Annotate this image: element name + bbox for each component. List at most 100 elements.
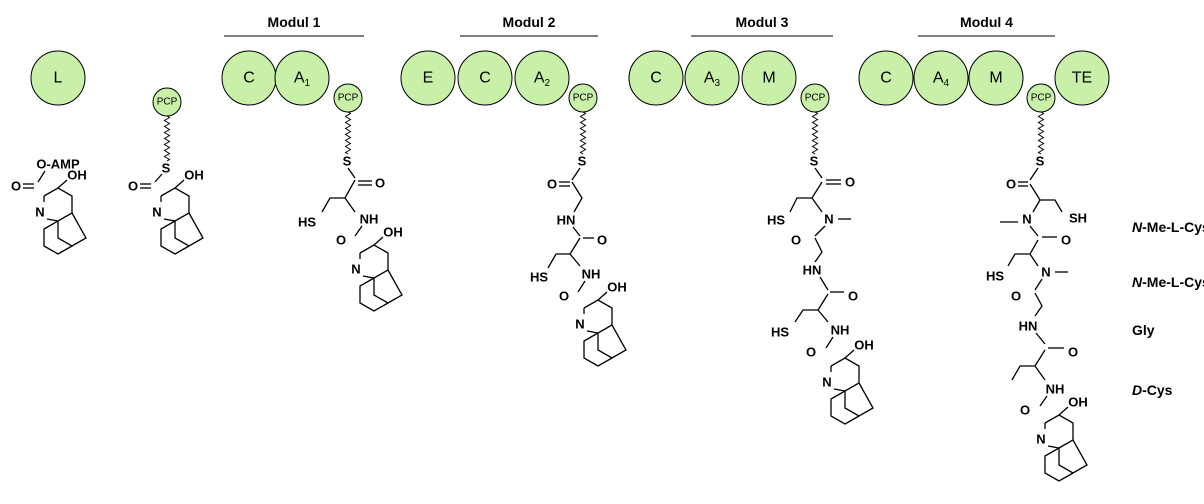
domain-c-4: C bbox=[858, 50, 914, 106]
wavy-linker bbox=[1037, 111, 1045, 155]
sulfur-label: S bbox=[343, 154, 352, 169]
bond bbox=[572, 226, 581, 237]
bond bbox=[547, 237, 581, 269]
bond bbox=[825, 336, 834, 349]
module-title-3: Modul 3 bbox=[736, 14, 789, 30]
domain-c-2-circle bbox=[457, 50, 513, 106]
carbonyl-oxygen: O bbox=[1068, 345, 1078, 360]
n-methyl-label: N bbox=[1022, 212, 1031, 227]
wavy-linker bbox=[579, 111, 587, 155]
residue-name: -Me-L-Cys bbox=[1142, 219, 1204, 235]
module-title-2: Modul 2 bbox=[503, 14, 556, 30]
domain-l-label: L bbox=[54, 70, 63, 87]
domain-c-2-label: C bbox=[479, 70, 491, 87]
domain-m-4: M bbox=[968, 50, 1024, 106]
amide-hn-label: HN bbox=[557, 213, 576, 228]
bond bbox=[597, 291, 608, 301]
carbonyl-oxygen: O bbox=[845, 175, 855, 190]
bond bbox=[37, 170, 46, 183]
amide-hn-label: HN bbox=[1019, 319, 1038, 334]
bond bbox=[1029, 253, 1039, 267]
domain-a-3: A3 bbox=[684, 50, 740, 106]
bond bbox=[789, 181, 823, 213]
domain-a-1-circle bbox=[274, 50, 330, 106]
domain-c-1-label: C bbox=[243, 70, 255, 87]
domain-a-3-circle bbox=[684, 50, 740, 106]
thiol-label: SH bbox=[1069, 211, 1087, 226]
domain-m-4-circle bbox=[968, 50, 1024, 106]
hydroxyquinoline-ring: NOH bbox=[152, 168, 204, 255]
bond bbox=[43, 220, 73, 255]
hydroxyl-label: OH bbox=[383, 225, 403, 240]
module-title-1: Modul 1 bbox=[268, 14, 321, 30]
domain-c-3-circle bbox=[628, 50, 684, 106]
sulfur-label: S bbox=[162, 161, 171, 176]
domain-a-2-subscript: 2 bbox=[545, 78, 551, 89]
hydroxyl-label: OH bbox=[607, 280, 627, 295]
residue-prefix: N bbox=[1132, 274, 1143, 290]
hydroxyl-label: OH bbox=[184, 168, 204, 183]
domain-m-3-circle bbox=[741, 50, 797, 106]
bond bbox=[571, 167, 581, 181]
hydroxyl-label: OH bbox=[854, 338, 874, 353]
hydroxyquinoline-ring: NOH bbox=[1036, 395, 1088, 482]
carbonyl-oxygen: O bbox=[848, 289, 858, 304]
bond bbox=[583, 299, 613, 334]
bond bbox=[571, 181, 583, 213]
domain-m-3: M bbox=[741, 50, 797, 106]
pcp-standalone: PCP bbox=[152, 87, 182, 117]
bond bbox=[163, 218, 176, 222]
thiol-label: HS bbox=[298, 215, 316, 230]
bond bbox=[1034, 365, 1046, 381]
amide-nh-label: NH bbox=[360, 212, 379, 227]
bond bbox=[833, 388, 846, 392]
bond bbox=[154, 173, 163, 183]
bond bbox=[321, 179, 356, 213]
carbonyl-oxygen: O bbox=[791, 233, 801, 248]
carbonyl-oxygen: O bbox=[128, 179, 138, 194]
hydroxyquinoline-ring: NOH bbox=[822, 338, 874, 425]
bond bbox=[794, 293, 829, 323]
wavy-linker bbox=[344, 111, 352, 155]
bond bbox=[359, 277, 389, 312]
pcp-label: PCP bbox=[157, 97, 178, 108]
carbonyl-oxygen: O bbox=[1061, 233, 1071, 248]
domain-a-4: A4 bbox=[913, 50, 969, 106]
thiol-label: HS bbox=[767, 213, 785, 228]
hydroxyquinoline-ring: NOH bbox=[35, 168, 87, 255]
domain-a-1: A1 bbox=[274, 50, 330, 106]
residue-name: -Cys bbox=[1142, 382, 1173, 398]
bond bbox=[817, 309, 829, 323]
domain-c-2: C bbox=[457, 50, 513, 106]
nitrogen-label: N bbox=[1036, 432, 1045, 447]
bond bbox=[577, 280, 586, 293]
residue-label-1: N-Me-L-Cys bbox=[1132, 219, 1204, 235]
hydroxyquinoline-ring: NOH bbox=[351, 225, 403, 312]
domain-a-4-subscript: 4 bbox=[944, 78, 950, 89]
pcp-label: PCP bbox=[805, 93, 826, 104]
pcp-module-1: PCP bbox=[333, 83, 363, 113]
pcp-module-4: PCP bbox=[1026, 83, 1056, 113]
nitrogen-label: N bbox=[575, 317, 584, 332]
domain-c-4-circle bbox=[858, 50, 914, 106]
wavy-linker bbox=[163, 115, 171, 162]
amide-nh-label: NH bbox=[1046, 382, 1065, 397]
n-methyl-label: N bbox=[824, 212, 833, 227]
bond bbox=[830, 357, 860, 392]
domain-a-4-circle bbox=[913, 50, 969, 106]
bond bbox=[1032, 199, 1041, 213]
bond bbox=[583, 332, 613, 367]
bond bbox=[1034, 278, 1043, 291]
carbonyl-oxygen: O bbox=[559, 289, 569, 304]
domain-c-4-label: C bbox=[880, 70, 892, 87]
carbonyl-oxygen: O bbox=[597, 233, 607, 248]
bond bbox=[819, 276, 829, 291]
bond bbox=[1035, 332, 1046, 345]
domain-te: TE bbox=[1054, 50, 1110, 106]
residue-label-4: D-Cys bbox=[1132, 382, 1173, 398]
amide-hn-label: HN bbox=[803, 263, 822, 278]
